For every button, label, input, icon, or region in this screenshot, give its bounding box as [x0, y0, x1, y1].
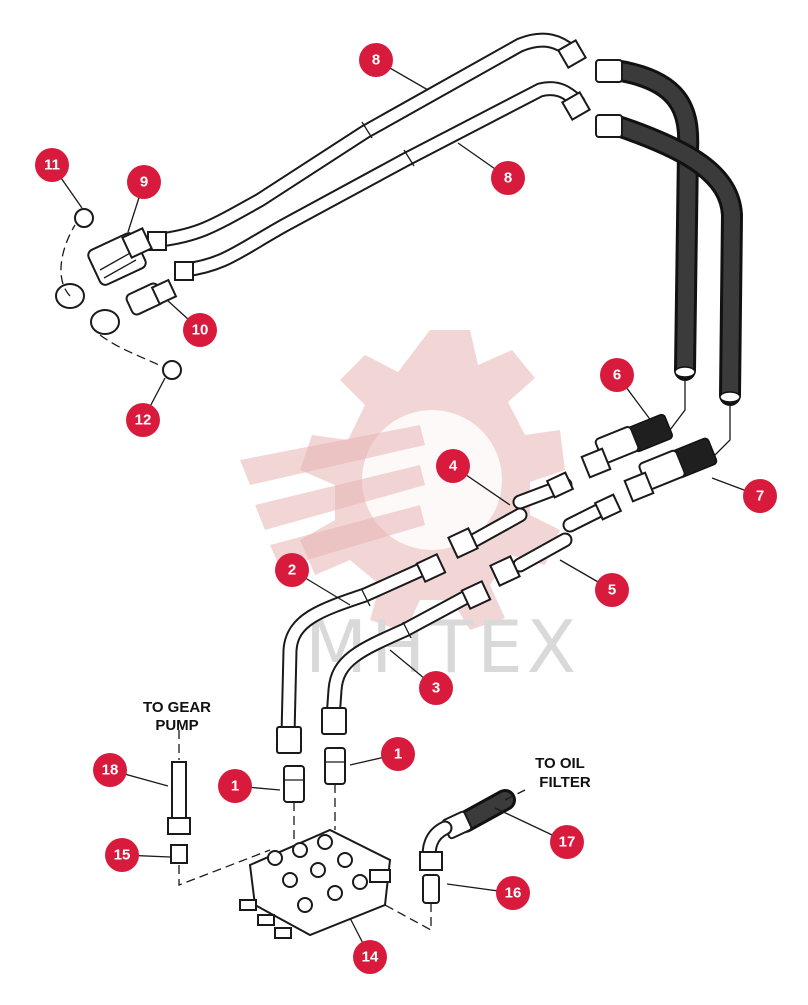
callout-c15: 15	[105, 838, 171, 872]
callout-badge	[127, 165, 161, 199]
callout-number: 17	[559, 834, 576, 851]
callout-c7: 7	[711, 477, 777, 513]
callout-c8a: 8	[359, 43, 429, 91]
adapters-1	[283, 747, 346, 840]
steel-lines-8	[147, 32, 592, 281]
callout-number: 8	[372, 52, 380, 69]
control-valve-14	[239, 828, 392, 939]
callout-badge	[353, 940, 387, 974]
callout-c11: 11	[35, 148, 83, 209]
callout-badge	[275, 553, 309, 587]
hose-6	[580, 413, 673, 479]
callout-badge	[93, 753, 127, 787]
lines-2-3	[276, 552, 492, 754]
callout-number: 5	[608, 582, 616, 599]
callout-c12: 12	[126, 377, 166, 437]
note-gear-pump-1: TO GEAR	[143, 699, 211, 716]
callout-c4: 4	[436, 449, 511, 506]
callout-number: 9	[140, 174, 148, 191]
watermark-logo	[240, 330, 565, 632]
note-gear-pump-2: PUMP	[155, 717, 198, 734]
callout-number: 11	[44, 157, 60, 174]
callout-badge	[359, 43, 393, 77]
callout-c5: 5	[559, 559, 629, 607]
callout-c3: 3	[389, 649, 453, 705]
quick-coupler-9	[87, 227, 153, 286]
callout-c10: 10	[166, 299, 217, 347]
callout-c18: 18	[93, 753, 169, 787]
callout-number: 14	[362, 949, 379, 966]
callout-number: 1	[394, 746, 402, 763]
callout-badge	[218, 769, 252, 803]
callout-number: 7	[756, 488, 764, 505]
callout-badge	[105, 838, 139, 872]
callout-badge	[600, 358, 634, 392]
callout-number: 10	[192, 322, 209, 339]
callout-badge	[419, 671, 453, 705]
hoses-vertical	[595, 59, 743, 459]
callout-number: 16	[505, 885, 522, 902]
callout-number: 3	[432, 680, 440, 697]
callout-badge	[743, 479, 777, 513]
plug-10	[125, 278, 178, 316]
callout-number: 1	[231, 778, 239, 795]
filter-hose-17	[384, 789, 526, 932]
callout-badge	[436, 449, 470, 483]
callout-number: 12	[135, 412, 152, 429]
callout-badge	[496, 876, 530, 910]
callout-number: 2	[288, 562, 296, 579]
callout-c1b: 1	[349, 737, 415, 771]
lines-4-5	[447, 471, 623, 587]
hose-7	[623, 437, 718, 503]
callout-number: 18	[102, 762, 119, 779]
callout-c9: 9	[127, 165, 161, 233]
note-oil-filter-1: TO OIL	[535, 755, 585, 772]
callout-c6: 6	[600, 358, 653, 423]
callout-number: 6	[613, 367, 621, 384]
callout-c17: 17	[494, 807, 584, 859]
callout-badge	[595, 573, 629, 607]
callout-c14: 14	[349, 917, 387, 974]
callout-badge	[126, 403, 160, 437]
callout-badge	[183, 313, 217, 347]
callout-number: 4	[449, 458, 458, 475]
note-oil-filter-2: FILTER	[539, 774, 591, 791]
callout-badge	[550, 825, 584, 859]
callout-number: 8	[504, 170, 512, 187]
pump-line-18	[167, 730, 271, 886]
callout-c1a: 1	[218, 769, 281, 803]
callout-badge	[35, 148, 69, 182]
callout-number: 15	[114, 847, 131, 864]
callout-badge	[491, 161, 525, 195]
callout-c2: 2	[275, 553, 351, 606]
callout-badge	[381, 737, 415, 771]
dust-caps	[55, 208, 182, 380]
callout-c16: 16	[446, 876, 530, 910]
callout-c8b: 8	[457, 142, 525, 195]
